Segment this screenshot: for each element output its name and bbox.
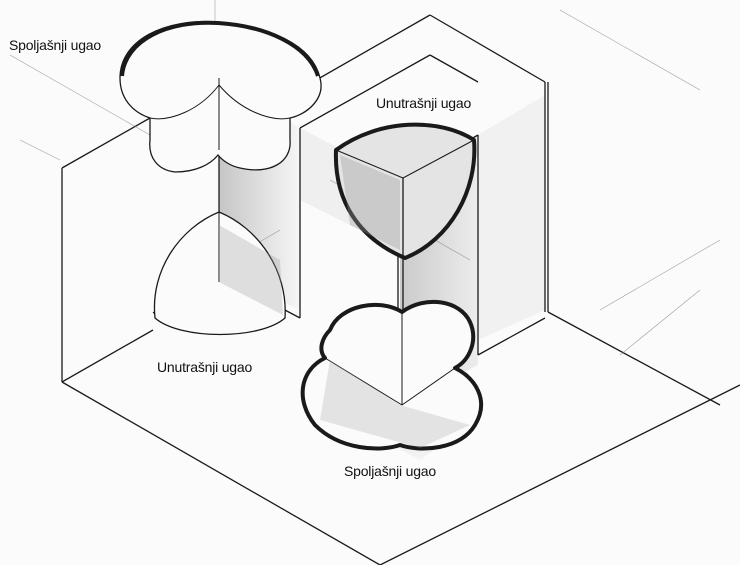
inner-corner-top-label: Unutrašnji ugao (376, 95, 471, 111)
inner-corner-floor-label: Unutrašnji ugao (157, 359, 252, 375)
outer-corner-floor-shape (303, 302, 481, 449)
outer-corner-top-label: Spoljašnji ugao (9, 37, 101, 53)
outer-corner-floor-label: Spoljašnji ugao (344, 463, 436, 479)
